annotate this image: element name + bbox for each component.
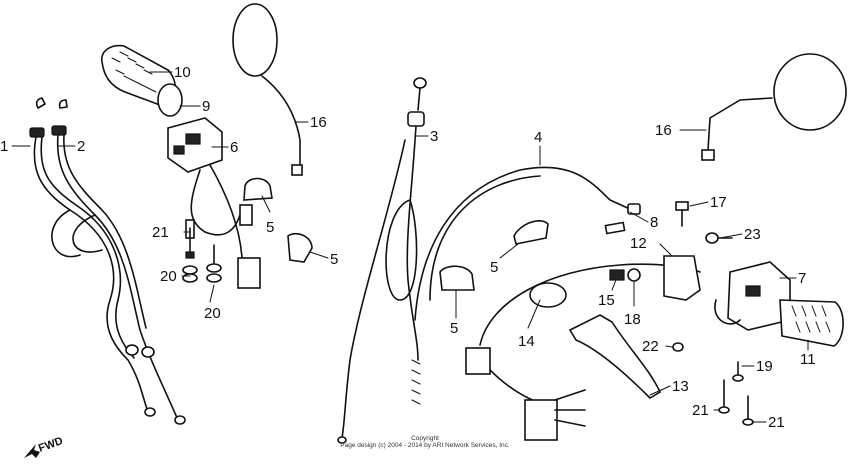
callout-5d: 5 <box>450 320 458 337</box>
callout-4: 4 <box>534 129 542 146</box>
cable-3 <box>337 77 427 444</box>
callout-21b: 21 <box>692 402 709 419</box>
bolt-17 <box>675 201 689 227</box>
callout-20a: 20 <box>160 268 177 285</box>
copyright-line-1: Copyright <box>411 435 439 442</box>
clamp-left-a <box>243 177 273 201</box>
callout-17: 17 <box>710 194 727 211</box>
fwd-label: FWD <box>37 435 65 455</box>
right-mirror <box>701 53 847 161</box>
callout-1: 1 <box>0 138 8 155</box>
callout-5b: 5 <box>330 251 338 268</box>
throttle-cable-2 <box>51 99 186 425</box>
right-grip <box>779 299 844 347</box>
callout-22: 22 <box>642 338 659 355</box>
lever-bracket-12 <box>604 221 701 301</box>
callout-12: 12 <box>630 235 647 252</box>
left-switch-housing <box>167 117 261 289</box>
copyright-line-2: Page design (c) 2004 - 2014 by ARI Netwo… <box>340 442 510 449</box>
callout-3: 3 <box>430 128 438 145</box>
callout-18: 18 <box>624 311 641 328</box>
bolt-23 <box>705 232 733 244</box>
callout-5c: 5 <box>490 259 498 276</box>
clamp-center-b <box>513 220 549 245</box>
callout-21c: 21 <box>768 414 785 431</box>
nut-18 <box>627 268 641 282</box>
callout-16b: 16 <box>655 122 672 139</box>
copyright: Copyright Page design (c) 2004 - 2014 by… <box>340 435 510 449</box>
clamp-left-b <box>287 232 313 263</box>
callout-14: 14 <box>518 333 535 350</box>
fwd-indicator: FWD <box>24 435 65 458</box>
clamp-center-a <box>439 265 475 291</box>
left-grip <box>101 44 183 117</box>
callout-6: 6 <box>230 139 238 156</box>
fwd-arrow-icon <box>24 444 40 458</box>
callout-5a: 5 <box>266 219 274 236</box>
screw-15 <box>609 269 625 281</box>
callout-2: 2 <box>77 138 85 155</box>
callout-11: 11 <box>800 351 816 368</box>
callout-labels: 1 2 3 4 5 5 5 5 6 7 8 9 10 11 12 13 14 1… <box>0 64 816 431</box>
callout-8: 8 <box>650 214 658 231</box>
callout-15: 15 <box>598 292 615 309</box>
leader-lines <box>11 71 809 423</box>
callout-10: 10 <box>174 64 191 81</box>
nut-22 <box>672 342 684 352</box>
callout-23: 23 <box>744 226 761 243</box>
left-mirror <box>232 3 303 176</box>
callout-19: 19 <box>756 358 773 375</box>
right-switch-housing <box>714 261 791 331</box>
lever-13 <box>568 314 662 400</box>
callout-13: 13 <box>672 378 689 395</box>
callout-7: 7 <box>798 270 806 287</box>
throttle-cable-1 <box>29 97 156 417</box>
callout-21a: 21 <box>152 224 169 241</box>
callout-16a: 16 <box>310 114 327 131</box>
screws-19-21-right <box>718 361 754 426</box>
callout-20b: 20 <box>204 305 221 322</box>
wire-harness <box>465 263 701 441</box>
callout-9: 9 <box>202 98 210 115</box>
